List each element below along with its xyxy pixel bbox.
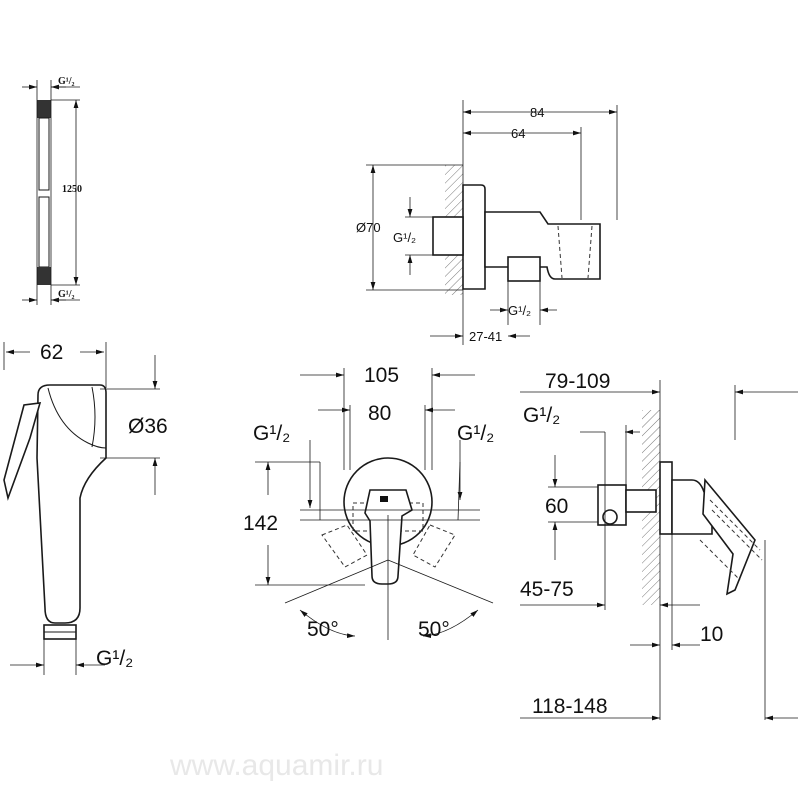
outlet-thread-outlet-label: G¹/₂ (508, 303, 531, 318)
side-install-depth-label: 45-75 (520, 578, 574, 601)
mixer-angle-right-label: 50° (418, 618, 450, 641)
outlet-diameter-label: Ø70 (356, 220, 381, 235)
side-depth-range-label: 79-109 (545, 370, 610, 393)
side-thread-label: G¹/₂ (523, 404, 560, 427)
hose-nut-bottom (37, 267, 51, 285)
mixer-side-drawing: 79-109 G¹/₂ 60 45-75 10 118-148 (520, 370, 798, 721)
side-height-label: 60 (545, 495, 568, 518)
outlet-thread-inlet-label: G¹/₂ (393, 230, 416, 245)
shower-length-label: 62 (40, 341, 63, 364)
outlet-width-body-label: 64 (511, 126, 525, 141)
side-total-depth-label: 118-148 (532, 695, 608, 718)
outlet-width-total-label: 84 (530, 105, 544, 120)
watermark: www.aquamir.ru (169, 749, 383, 782)
mixer-inner-width-label: 80 (368, 402, 391, 425)
hose-thread-bottom-label: G¹/₂ (58, 289, 75, 300)
shower-diameter-label: Ø36 (128, 415, 168, 438)
side-rosette-thickness-label: 10 (700, 623, 723, 646)
mixer-front-drawing: 105 80 G¹/₂ G¹/₂ 142 50° 50° (243, 364, 494, 641)
mixer-thread-right-label: G¹/₂ (457, 422, 494, 445)
mixer-angle-left-label: 50° (307, 618, 339, 641)
hose-nut-top (37, 100, 51, 118)
wall-outlet-drawing: 84 64 Ø70 G¹/₂ G¹/₂ 27-41 (356, 100, 618, 345)
outlet-adjust-range-label: 27-41 (469, 329, 502, 344)
mixer-height-label: 142 (243, 512, 278, 535)
hose-drawing: G¹/₂ 1250 G¹/₂ (22, 76, 82, 305)
mixer-thread-left-label: G¹/₂ (253, 422, 290, 445)
shower-thread-label: G¹/₂ (96, 647, 133, 670)
hand-shower-drawing: 62 Ø36 G¹/₂ (3, 341, 168, 675)
hose-thread-top-label: G¹/₂ (58, 76, 75, 87)
mixer-rosette-width-label: 105 (364, 364, 399, 387)
hose-length-label: 1250 (62, 184, 82, 195)
